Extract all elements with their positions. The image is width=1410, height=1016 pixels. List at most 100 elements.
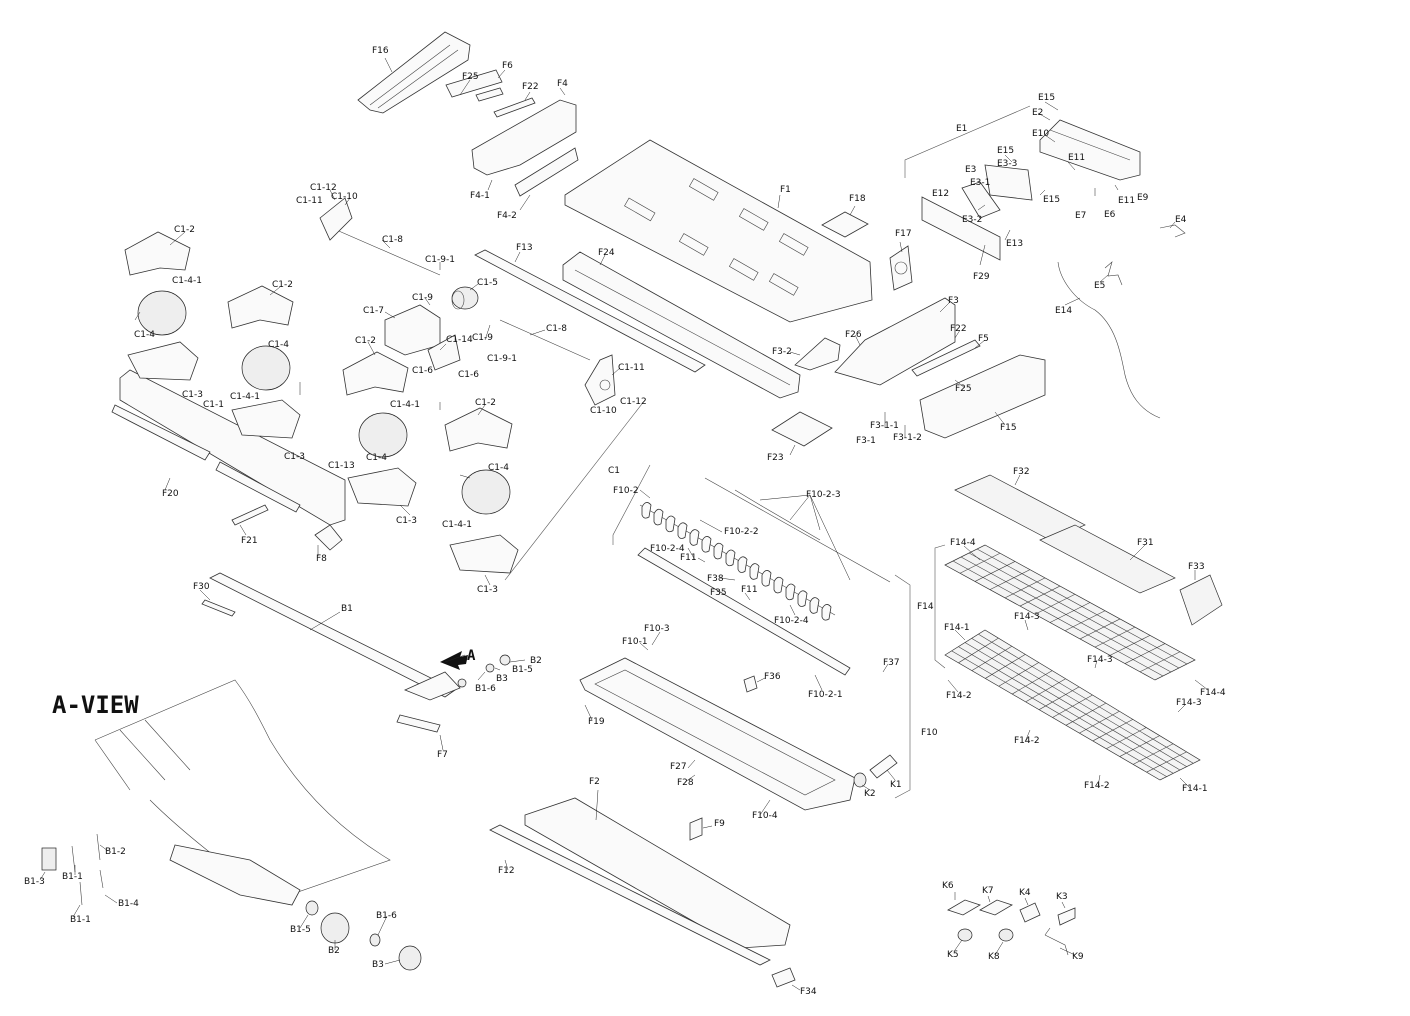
label-f14-4-a: F14-4 xyxy=(950,538,976,548)
label-f36: F36 xyxy=(764,672,781,682)
label-c1-6-a: C1-6 xyxy=(412,366,433,376)
part-e1-housing xyxy=(1039,119,1141,181)
label-b1-1-b: B1-1 xyxy=(70,915,91,925)
leader-lines xyxy=(39,57,1209,991)
louver-blade xyxy=(821,604,832,621)
filter-mesh-line xyxy=(968,552,1180,669)
label-f18: F18 xyxy=(849,194,866,204)
label-k6: K6 xyxy=(942,881,954,891)
label-c1-1: C1-1 xyxy=(203,400,224,410)
label-c1: C1 xyxy=(608,466,620,476)
label-k8: K8 xyxy=(988,952,1000,962)
part-f3-2 xyxy=(794,337,841,371)
louver-blade xyxy=(713,542,724,560)
label-f4-1: F4-1 xyxy=(470,191,490,201)
label-c1-12: C1-12 xyxy=(310,183,337,193)
label-b1-6-b: B1-6 xyxy=(376,911,397,921)
label-f3-1-1: F3-1-1 xyxy=(870,421,899,431)
filter-mesh-line xyxy=(951,650,1167,777)
part-k3 xyxy=(1057,907,1076,926)
label-f28: F28 xyxy=(677,778,694,788)
louver-blade xyxy=(797,590,808,607)
part-e14-cable xyxy=(1057,261,1161,419)
label-f2: F2 xyxy=(589,777,600,787)
part-c1-5-motor xyxy=(451,286,479,310)
label-c1-4-a: C1-4 xyxy=(134,330,155,340)
louver-blade xyxy=(689,529,700,546)
part-f10-4-frame xyxy=(579,657,856,811)
label-e6: E6 xyxy=(1104,210,1116,220)
label-f9: F9 xyxy=(714,819,725,829)
label-f3-1-2: F3-1-2 xyxy=(893,433,922,443)
label-k2: K2 xyxy=(864,789,876,799)
part-k8 xyxy=(998,928,1014,942)
label-e3-1: E3-1 xyxy=(970,178,990,188)
label-f22: F22 xyxy=(522,82,539,92)
label-f25: F25 xyxy=(462,72,479,82)
label-f12: F12 xyxy=(498,866,515,876)
blower-casing-2 xyxy=(227,285,301,439)
label-f10-1: F10-1 xyxy=(622,637,648,647)
label-f32: F32 xyxy=(1013,467,1030,477)
part-f36 xyxy=(743,675,758,693)
f14-bracket-line xyxy=(934,544,946,669)
filter-mesh-line xyxy=(1019,585,1061,607)
filter-mesh-line xyxy=(976,548,1188,665)
label-c1-9-1-a: C1-9-1 xyxy=(425,255,455,265)
part-f29 xyxy=(921,196,1001,261)
label-c1-13: C1-13 xyxy=(328,461,355,471)
e1-bracket-line xyxy=(904,105,1031,178)
label-e3-3: E3-3 xyxy=(997,159,1017,169)
part-b1-fan xyxy=(209,572,461,701)
blower-casing-1 xyxy=(124,231,199,381)
filter-mesh-line xyxy=(989,569,1031,590)
louver-blade xyxy=(809,597,820,614)
label-f17: F17 xyxy=(895,229,912,239)
label-f14-2-b: F14-2 xyxy=(1014,736,1040,746)
filter-mesh-line xyxy=(1064,610,1106,631)
label-f10-2-4-a: F10-2-4 xyxy=(650,544,685,554)
label-c1-9-b: C1-9 xyxy=(472,333,493,343)
label-e3-2: E3-2 xyxy=(962,215,982,225)
louver-blade xyxy=(641,502,652,519)
part-f15 xyxy=(919,354,1046,439)
part-f34 xyxy=(771,967,796,988)
label-f14-1-b: F14-1 xyxy=(1182,784,1208,794)
label-c1-4-1-c: C1-4-1 xyxy=(390,400,420,410)
part-f6-f25 xyxy=(445,69,536,118)
label-c1-2-a: C1-2 xyxy=(174,225,195,235)
part-c1-14 xyxy=(427,334,461,371)
part-k7 xyxy=(979,899,1013,916)
label-f14-3-a: F14-3 xyxy=(1014,612,1040,622)
louver-blade xyxy=(737,556,748,573)
filter-mesh-line xyxy=(959,552,1001,574)
part-e4 xyxy=(1159,224,1186,238)
label-f14-2-c: F14-2 xyxy=(1084,781,1110,791)
filter-mesh-line xyxy=(1034,594,1076,615)
label-e11-a: E11 xyxy=(1068,153,1085,163)
filter-mesh-line xyxy=(1079,618,1121,640)
filter-mesh-line xyxy=(974,561,1016,582)
label-f4: F4 xyxy=(557,79,568,89)
label-c1-6-b: C1-6 xyxy=(458,370,479,380)
label-c1-5: C1-5 xyxy=(477,278,498,288)
label-b1-2: B1-2 xyxy=(105,847,126,857)
part-f14-4-filter xyxy=(944,544,1196,681)
label-b1-5-b: B1-5 xyxy=(290,925,311,935)
label-e3: E3 xyxy=(965,165,976,175)
label-f19: F19 xyxy=(588,717,605,727)
label-e11-b: E11 xyxy=(1118,196,1135,206)
label-e13: E13 xyxy=(1006,239,1023,249)
louver-blade xyxy=(725,549,736,567)
c1-group-line xyxy=(504,399,646,581)
part-f3 xyxy=(834,297,956,386)
label-k4: K4 xyxy=(1019,888,1031,898)
label-e15-b: E15 xyxy=(997,146,1014,156)
part-f8 xyxy=(314,524,343,551)
part-f16 xyxy=(357,31,471,114)
label-c1-14: C1-14 xyxy=(446,335,473,345)
f10-bracket-line xyxy=(894,574,911,799)
part-f33 xyxy=(1179,574,1223,626)
filter-mesh-line xyxy=(964,642,1181,771)
louver-blade xyxy=(665,515,676,533)
